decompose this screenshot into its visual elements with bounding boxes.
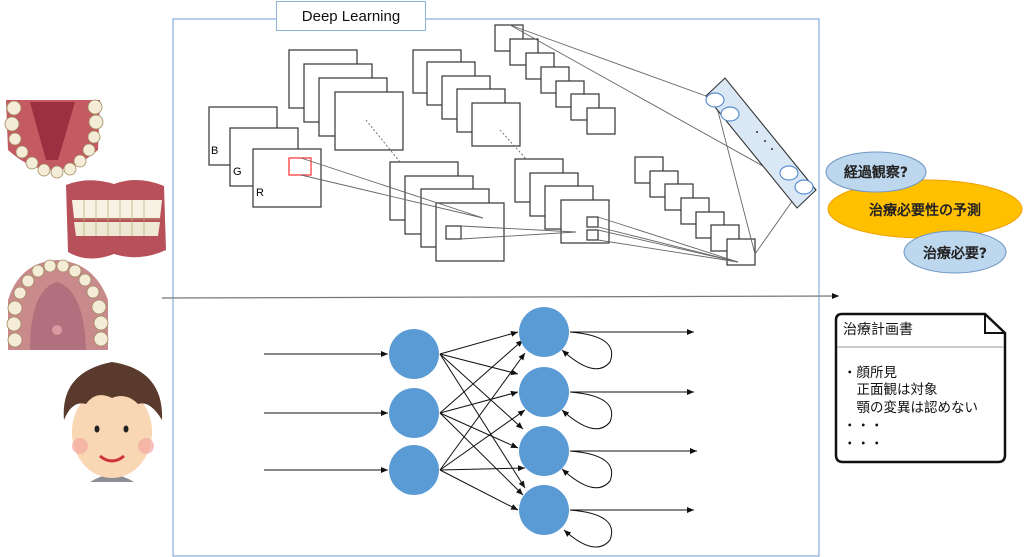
rnn-input-node (389, 445, 439, 495)
fully-connected-layer (705, 77, 817, 209)
palate-dental-arch-image (6, 259, 109, 350)
observation-label: 経過観察? (843, 165, 909, 181)
treatment-plan-document (834, 312, 1007, 464)
rnn-input-node (389, 329, 439, 379)
treatment-needed-oval (903, 230, 1007, 274)
rnn-recurrent-node (519, 485, 569, 535)
rnn-recurrent-node (519, 307, 569, 357)
cnn-connection-lines (300, 24, 801, 263)
deep-learning-label: Deep Learning (276, 1, 426, 31)
input-channel-r (252, 148, 322, 208)
document-line: ・顔所見 (843, 365, 897, 381)
convolution-kernel (288, 157, 312, 176)
cnn-diagram (208, 24, 756, 266)
pipeline-arrow (161, 293, 840, 300)
rnn-recurrent-node (519, 367, 569, 417)
observation-oval (825, 151, 927, 193)
deep-learning-frame (172, 18, 820, 557)
frontal-teeth-occlusion-image (66, 179, 166, 259)
treatment-prediction-label: 治療必要性の予測 (869, 203, 981, 219)
treatment-needed-label: 治療必要? (922, 246, 988, 262)
rnn-input-node (389, 388, 439, 438)
channel-label-r: R (256, 187, 264, 199)
upper-dental-arch-image (3, 99, 104, 180)
document-line: 正面観は対象 (843, 382, 938, 398)
patient-face-illustration (63, 362, 163, 482)
document-title: 治療計画書 (843, 322, 913, 338)
document-line: 顎の変異は認めない (843, 400, 978, 416)
channel-label-g: G (233, 166, 242, 178)
channel-label-b: B (211, 145, 219, 157)
rnn-recurrent-node (519, 426, 569, 476)
document-line: ・・・ (843, 436, 884, 452)
rnn-diagram (264, 307, 697, 548)
document-line: ・・・ (843, 418, 884, 434)
